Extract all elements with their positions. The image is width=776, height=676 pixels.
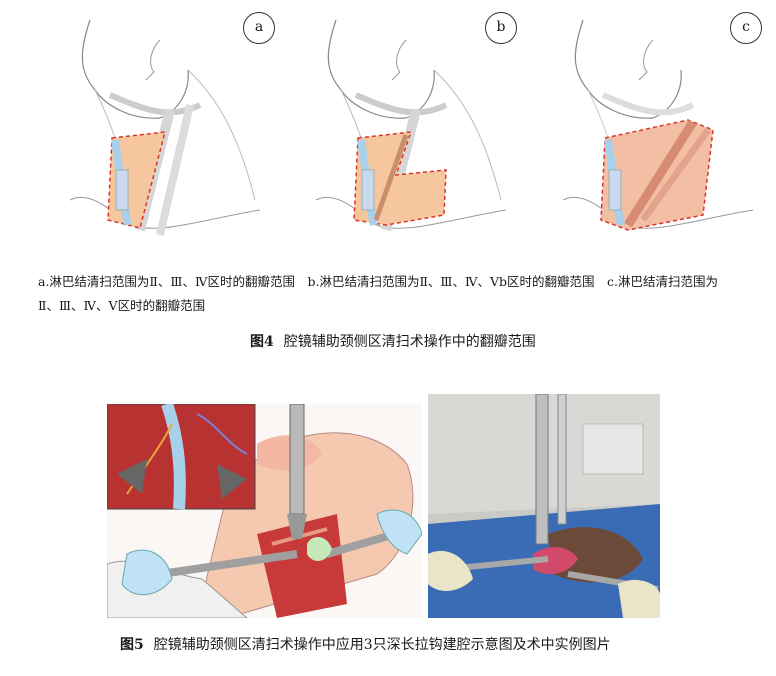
figure4-title: 图4 腔镜辅助颈侧区清扫术操作中的翻瓣范围 xyxy=(250,331,536,351)
figure5-number: 图5 xyxy=(120,637,144,653)
figure5-title-text: 腔镜辅助颈侧区清扫术操作中应用3只深长拉钩建腔示意图及术中实例图片 xyxy=(153,637,611,653)
figure4-caption-line1: a.淋巴结清扫范围为Ⅱ、Ⅲ、Ⅳ区时的翻瓣范围 b.淋巴结清扫范围为Ⅱ、Ⅲ、Ⅳ、Ⅴ… xyxy=(38,274,718,289)
neck-flap-illustration-a xyxy=(69,19,261,236)
figure4-caption: a.淋巴结清扫范围为Ⅱ、Ⅲ、Ⅳ区时的翻瓣范围 b.淋巴结清扫范围为Ⅱ、Ⅲ、Ⅳ、Ⅴ… xyxy=(38,270,758,318)
figure4-title-text: 腔镜辅助颈侧区清扫术操作中的翻瓣范围 xyxy=(283,334,536,350)
figure5-schematic xyxy=(107,404,422,618)
figure4-panel-a xyxy=(50,10,280,250)
neck-flap-illustration-b xyxy=(315,19,507,232)
retractor-schematic-illustration xyxy=(107,404,422,618)
panel-label-b: b xyxy=(485,12,517,44)
figure5-intraoperative-photo xyxy=(428,394,660,618)
panel-label-a: a xyxy=(243,12,275,44)
figure4-caption-line2: Ⅱ、Ⅲ、Ⅳ、Ⅴ区时的翻瓣范围 xyxy=(38,298,206,313)
neck-flap-illustration-c xyxy=(562,19,754,231)
figure4-number: 图4 xyxy=(250,334,274,350)
figure5-title: 图5 腔镜辅助颈侧区清扫术操作中应用3只深长拉钩建腔示意图及术中实例图片 xyxy=(120,634,611,654)
figure4-panel-c xyxy=(543,10,773,250)
intraoperative-photo-image xyxy=(428,394,660,618)
figure4-panel-b xyxy=(296,10,526,250)
panel-label-c: c xyxy=(730,12,762,44)
flap-area xyxy=(353,131,447,226)
